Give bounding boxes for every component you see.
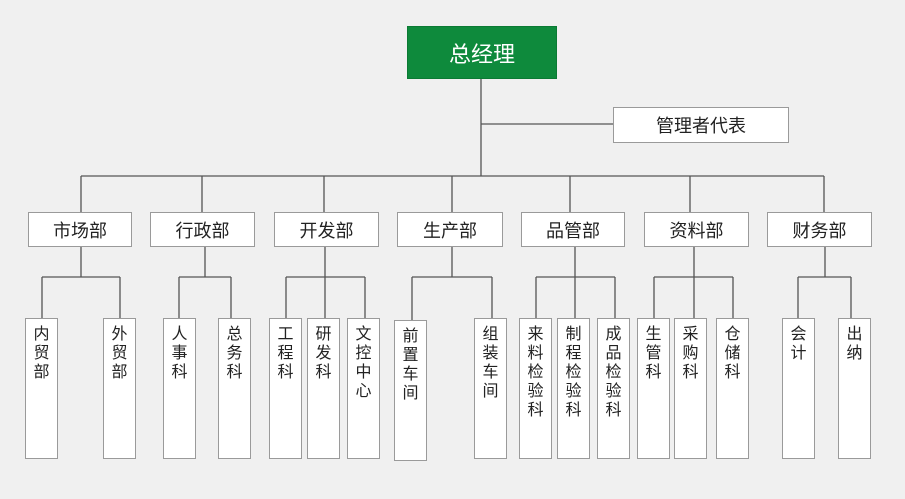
section-box: 仓储科 xyxy=(716,318,749,459)
section-label: 出纳 xyxy=(846,324,863,362)
section-box: 采购科 xyxy=(674,318,707,459)
section-box: 研发科 xyxy=(307,318,340,459)
section-box: 前置车间 xyxy=(394,320,427,461)
section-label: 文控中心 xyxy=(355,324,372,400)
section-label: 工程科 xyxy=(277,324,294,381)
section-label: 生管科 xyxy=(645,324,662,381)
section-label: 采购科 xyxy=(682,324,699,381)
department-box: 开发部 xyxy=(274,212,379,247)
section-label: 前置车间 xyxy=(402,326,419,402)
department-box: 财务部 xyxy=(767,212,872,247)
section-label: 制程检验科 xyxy=(565,324,582,419)
section-box: 出纳 xyxy=(838,318,871,459)
department-box: 生产部 xyxy=(397,212,503,247)
section-label: 研发科 xyxy=(315,324,332,381)
section-box: 工程科 xyxy=(269,318,302,459)
department-box: 资料部 xyxy=(644,212,749,247)
section-box: 制程检验科 xyxy=(557,318,590,459)
section-label: 组装车间 xyxy=(482,324,499,400)
section-label: 仓储科 xyxy=(724,324,741,381)
section-box: 内贸部 xyxy=(25,318,58,459)
section-label: 外贸部 xyxy=(111,324,128,381)
section-label: 会计 xyxy=(790,324,807,362)
department-box: 市场部 xyxy=(28,212,132,247)
section-box: 文控中心 xyxy=(347,318,380,459)
management-representative-box: 管理者代表 xyxy=(613,107,789,143)
section-box: 成品检验科 xyxy=(597,318,630,459)
general-manager-box: 总经理 xyxy=(407,26,557,79)
section-label: 人事科 xyxy=(171,324,188,381)
section-label: 内贸部 xyxy=(33,324,50,381)
section-box: 来料检验科 xyxy=(519,318,552,459)
department-box: 品管部 xyxy=(521,212,625,247)
section-label: 成品检验科 xyxy=(605,324,622,419)
section-box: 人事科 xyxy=(163,318,196,459)
section-box: 总务科 xyxy=(218,318,251,459)
section-box: 会计 xyxy=(782,318,815,459)
section-box: 生管科 xyxy=(637,318,670,459)
section-label: 来料检验科 xyxy=(527,324,544,419)
section-label: 总务科 xyxy=(226,324,243,381)
section-box: 组装车间 xyxy=(474,318,507,459)
section-box: 外贸部 xyxy=(103,318,136,459)
department-box: 行政部 xyxy=(150,212,255,247)
